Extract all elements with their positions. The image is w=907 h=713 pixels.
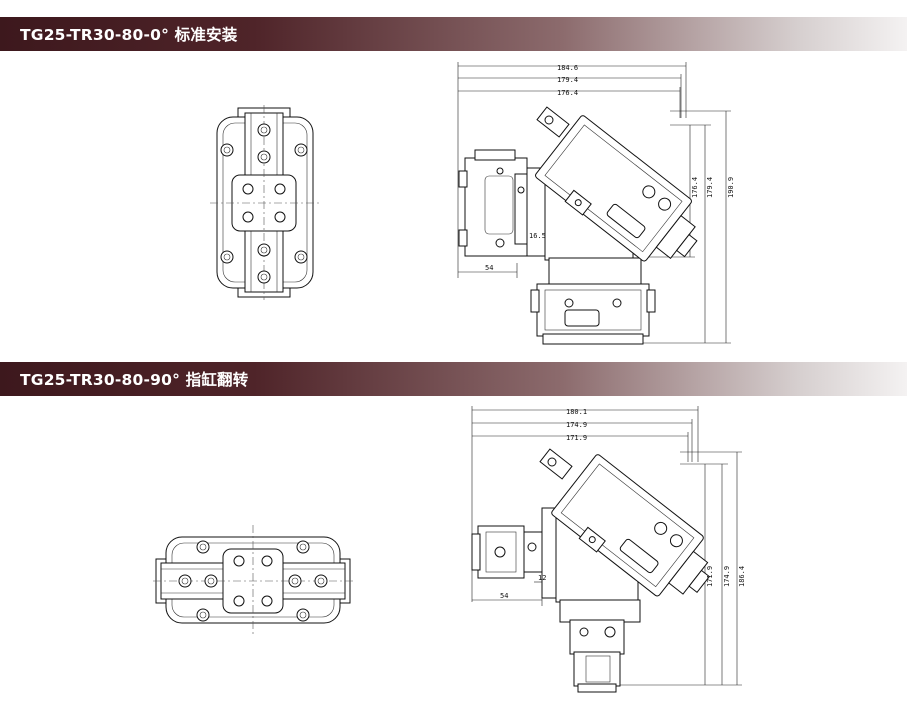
- dim-height-inner: 171.9: [706, 566, 714, 587]
- dim-offset-base: 54: [485, 264, 493, 272]
- side-view-flip-drawing: 180.1 174.9 171.9 171.9 174.9 186.4 12 5…: [471, 406, 746, 693]
- dim-width-inner: 176.4: [557, 89, 578, 97]
- dim-height-outer: 190.9: [727, 177, 735, 198]
- dim-offset-small: 12: [538, 574, 546, 582]
- dim-height-outer: 186.4: [738, 566, 746, 587]
- top-view-standard-drawing: [210, 105, 320, 300]
- section-banner-standard: TG25-TR30-80-0° 标准安装: [0, 17, 907, 51]
- dim-width-middle: 179.4: [557, 76, 578, 84]
- top-view-flip-drawing: [153, 525, 353, 635]
- dim-height-middle: 174.9: [723, 566, 731, 587]
- dim-width-outer: 184.6: [557, 64, 578, 72]
- dim-width-outer: 180.1: [566, 408, 587, 416]
- dim-offset-small: 16.5: [529, 232, 546, 240]
- section-title: TG25-TR30-80-0° 标准安装: [20, 26, 238, 44]
- dim-height-middle: 179.4: [706, 177, 714, 198]
- dim-height-inner: 176.4: [691, 177, 699, 198]
- side-view-standard-drawing: 184.6 179.4 176.4 176.4 179.4 190.9 16.5…: [457, 62, 735, 345]
- dim-width-middle: 174.9: [566, 421, 587, 429]
- dim-offset-base: 54: [500, 592, 508, 600]
- section-title: TG25-TR30-80-90° 指缸翻转: [20, 371, 249, 389]
- dim-width-inner: 171.9: [566, 434, 587, 442]
- section-banner-flip: TG25-TR30-80-90° 指缸翻转: [0, 362, 907, 396]
